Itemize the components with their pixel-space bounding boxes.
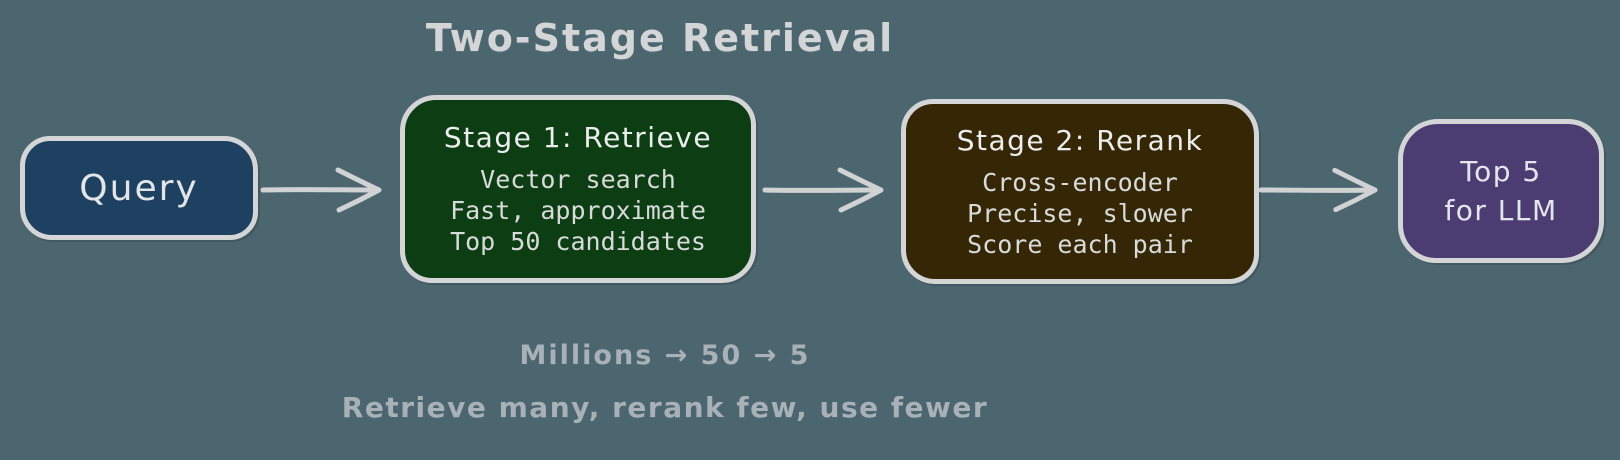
query-label: Query [79, 167, 199, 209]
diagram-title: Two-Stage Retrieval [425, 16, 895, 60]
stage1-line-2: Fast, approximate [450, 196, 706, 225]
query-node: Query [20, 136, 258, 240]
stage1-line-1: Vector search [480, 165, 676, 194]
stage2-node: Stage 2: Rerank Cross-encoder Precise, s… [901, 99, 1259, 284]
output-line-1: Top 5 [1460, 155, 1542, 188]
arrow-stage2-to-output [1258, 161, 1382, 217]
stage1-line-3: Top 50 candidates [450, 227, 706, 256]
stage2-line-1: Cross-encoder [982, 167, 1178, 197]
output-node: Top 5 for LLM [1398, 119, 1604, 263]
output-line-2: for LLM [1444, 194, 1558, 227]
stage2-line-3: Score each pair [967, 229, 1193, 259]
caption-annotation: Retrieve many, rerank few, use fewer [341, 391, 989, 424]
stage2-line-2: Precise, slower [967, 198, 1193, 228]
arrow-right-icon [762, 167, 884, 213]
arrow-stage1-to-stage2 [762, 161, 888, 217]
arrow-right-icon [260, 167, 382, 213]
arrow-right-icon [1258, 167, 1378, 213]
stage2-title: Stage 2: Rerank [956, 123, 1204, 157]
stage1-title: Stage 1: Retrieve [443, 121, 713, 154]
funnel-annotation: Millions → 50 → 5 [519, 340, 811, 371]
arrow-query-to-stage1 [260, 161, 386, 217]
stage1-node: Stage 1: Retrieve Vector search Fast, ap… [400, 95, 756, 283]
